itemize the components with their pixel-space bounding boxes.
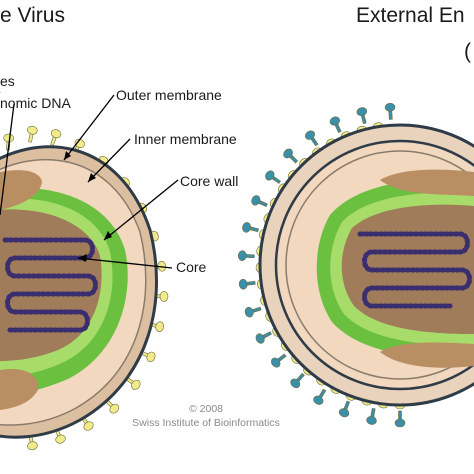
left-lateral-body-bottom [0, 368, 39, 410]
envelope-protein-icon [251, 195, 268, 208]
envelope-protein-icon [313, 388, 327, 405]
envelope-protein-icon [290, 372, 305, 389]
arrow-core [78, 254, 87, 262]
label-outer-membrane: Outer membrane [116, 87, 222, 103]
envelope-protein-icon [366, 407, 377, 425]
label-inner-membrane: Inner membrane [134, 131, 237, 147]
copyright-org: Swiss Institute of Bioinformatics [132, 417, 280, 429]
envelope-protein-icon [283, 148, 299, 164]
copyright-year: © 2008 [189, 403, 223, 415]
left-genomic-dna [2, 237, 98, 333]
right-lateral-body-top [380, 169, 474, 196]
envelope-protein-icon [242, 222, 259, 233]
label-core-wall: Core wall [180, 173, 238, 189]
leader-arrowheads [64, 151, 112, 262]
glycoprotein-icon [27, 125, 38, 143]
arrow-core-wall [104, 231, 112, 240]
right-lateral-body-bottom [380, 342, 474, 368]
arrow-outer-membrane [64, 151, 71, 160]
enveloped-virus-particle [237, 103, 474, 428]
envelope-protein-icon [237, 250, 255, 261]
envelope-protein-icon [238, 278, 256, 290]
left-title: e Virus [0, 4, 65, 27]
left-lateral-body-top [0, 170, 42, 210]
envelope-protein-icon [255, 331, 272, 344]
glycoprotein-icon [27, 433, 38, 451]
envelope-protein-icon [356, 107, 368, 125]
envelope-protein-icon [394, 410, 406, 428]
envelope-protein-icon [265, 170, 281, 184]
envelope-protein-icon [304, 130, 319, 147]
envelope-protein-icon [244, 306, 262, 318]
glycoprotein-icon [147, 321, 165, 332]
right-title: External En [356, 4, 465, 27]
leader-genomic-dna [0, 103, 15, 216]
left-core [0, 209, 102, 361]
leader-inner-membrane [87, 138, 131, 183]
label-genomic-dna: nomic DNA [0, 95, 71, 111]
leader-lines [0, 92, 179, 269]
envelope-protein-icon [270, 353, 287, 368]
leader-core [77, 257, 173, 269]
label-core: Core [176, 259, 207, 275]
envelope-protein-icon [338, 400, 351, 418]
envelope-protein-icon [329, 116, 342, 134]
right-subtitle-fragment: ( [464, 40, 471, 63]
envelope-protein-icon [384, 103, 396, 120]
glycoprotein-icon [50, 129, 62, 146]
right-genomic-dna [357, 231, 472, 309]
mature-virus-particle [0, 125, 169, 451]
label-partial-top: es [0, 73, 15, 89]
arrow-inner-membrane [88, 173, 96, 182]
leader-outer-membrane [63, 94, 115, 161]
leader-core-wall [103, 179, 179, 241]
